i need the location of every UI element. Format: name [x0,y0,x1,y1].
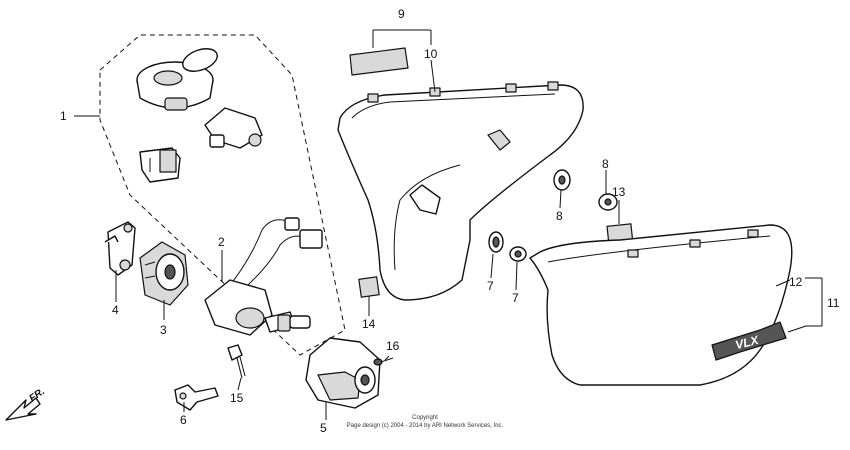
callout-2: 2 [218,235,225,249]
callout-9: 9 [398,7,405,21]
callout-8a: 8 [556,209,563,223]
switch-body-part [139,241,189,306]
callout-13: 13 [612,185,626,199]
grommet-8b-part [598,193,618,211]
grommet-7a-part [488,231,504,253]
ignition-switch-part [204,217,323,336]
callout-11: 11 [827,296,840,310]
callout-7b: 7 [512,291,519,305]
lock-cylinder-part [204,107,263,149]
callout-numbers: 1 2 3 4 5 6 7 7 8 8 9 10 11 12 13 14 15 … [60,7,840,435]
front-direction-arrow [5,397,41,421]
callout-1: 1 [60,109,67,123]
emblem-part: VLX [711,321,787,361]
callout-6: 6 [180,413,187,427]
label-14-part [358,276,380,298]
callout-8b: 8 [602,157,609,171]
key-part [174,384,219,411]
leader-lines [74,29,823,420]
callout-14: 14 [362,317,376,331]
grommet-7b-part [509,246,527,262]
callout-15: 15 [230,391,244,405]
cap-seal-part [139,147,181,183]
callout-3: 3 [160,323,167,337]
bracket-part [104,221,136,276]
direction-label: FR. [27,386,47,404]
callout-10: 10 [424,47,438,61]
callout-16: 16 [386,339,400,353]
label-9-part [349,47,409,76]
right-side-cover-part [529,224,793,386]
left-side-cover-part [337,81,584,301]
callout-5: 5 [320,421,327,435]
switch-cover-part [305,337,381,409]
screw-16-part [373,357,394,366]
copyright-line-2: Page design (c) 2004 - 2014 by ARI Netwo… [347,423,504,429]
fuel-cap-part [136,48,218,111]
copyright-line-1: Copyright [412,415,438,421]
callout-4: 4 [112,303,119,317]
callout-12: 12 [789,275,803,289]
callout-7a: 7 [487,279,494,293]
screw-15-part [227,344,246,379]
key-set-outline [99,34,346,356]
emblem-text: VLX [734,333,761,352]
grommet-8a-part [553,169,571,191]
